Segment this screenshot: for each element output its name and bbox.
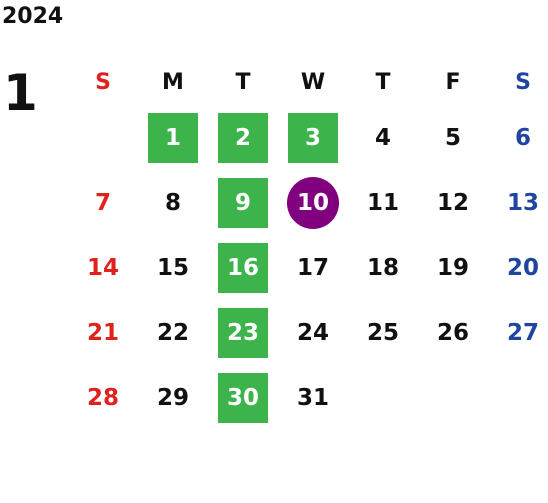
day-cell[interactable]: 28 xyxy=(68,365,138,430)
weekday-header: S M T W T F S xyxy=(68,60,548,105)
day-28[interactable]: 28 xyxy=(86,384,119,411)
day-cell[interactable]: 9 xyxy=(208,170,278,235)
week-row: 1 2 3 4 5 6 xyxy=(68,105,548,170)
day-cell xyxy=(488,365,548,430)
day-cell[interactable]: 6 xyxy=(488,105,548,170)
day-6[interactable]: 6 xyxy=(514,124,531,151)
day-24[interactable]: 24 xyxy=(296,319,329,346)
day-4[interactable]: 4 xyxy=(374,124,391,151)
day-1[interactable]: 1 xyxy=(148,112,198,163)
day-cell[interactable]: 5 xyxy=(418,105,488,170)
day-cell[interactable]: 12 xyxy=(418,170,488,235)
day-cell[interactable]: 30 xyxy=(208,365,278,430)
day-26[interactable]: 26 xyxy=(436,319,469,346)
day-cell[interactable]: 2 xyxy=(208,105,278,170)
day-30[interactable]: 30 xyxy=(218,372,268,423)
day-cell[interactable]: 23 xyxy=(208,300,278,365)
day-8[interactable]: 8 xyxy=(164,189,181,216)
day-23[interactable]: 23 xyxy=(218,307,268,358)
day-9[interactable]: 9 xyxy=(218,177,268,228)
weekday-wednesday: W xyxy=(300,70,326,95)
day-18[interactable]: 18 xyxy=(366,254,399,281)
day-cell[interactable]: 15 xyxy=(138,235,208,300)
day-20[interactable]: 20 xyxy=(506,254,539,281)
day-12[interactable]: 12 xyxy=(436,189,469,216)
day-14[interactable]: 14 xyxy=(86,254,119,281)
day-5[interactable]: 5 xyxy=(444,124,461,151)
day-19[interactable]: 19 xyxy=(436,254,469,281)
day-cell[interactable]: 22 xyxy=(138,300,208,365)
day-cell[interactable]: 19 xyxy=(418,235,488,300)
day-17[interactable]: 17 xyxy=(296,254,329,281)
day-cell[interactable]: 21 xyxy=(68,300,138,365)
day-cell[interactable]: 31 xyxy=(278,365,348,430)
weekday-friday: F xyxy=(445,70,461,95)
day-cell[interactable]: 13 xyxy=(488,170,548,235)
day-25[interactable]: 25 xyxy=(366,319,399,346)
month-label: 1 xyxy=(3,64,38,122)
day-cell xyxy=(68,105,138,170)
week-row: 14 15 16 17 18 19 20 xyxy=(68,235,548,300)
day-15[interactable]: 15 xyxy=(156,254,189,281)
weekday-sunday: S xyxy=(95,70,111,95)
day-cell[interactable]: 8 xyxy=(138,170,208,235)
weekday-saturday: S xyxy=(515,70,531,95)
day-cell[interactable]: 11 xyxy=(348,170,418,235)
day-22[interactable]: 22 xyxy=(156,319,189,346)
day-cell[interactable]: 27 xyxy=(488,300,548,365)
day-cell[interactable]: 4 xyxy=(348,105,418,170)
day-2[interactable]: 2 xyxy=(218,112,268,163)
day-16[interactable]: 16 xyxy=(218,242,268,293)
weekday-tuesday: T xyxy=(235,70,251,95)
day-cell[interactable]: 29 xyxy=(138,365,208,430)
day-cell xyxy=(418,365,488,430)
weekday-monday: M xyxy=(162,70,184,95)
day-cell[interactable]: 20 xyxy=(488,235,548,300)
day-cell[interactable]: 3 xyxy=(278,105,348,170)
week-row: 7 8 9 10 11 12 13 xyxy=(68,170,548,235)
day-29[interactable]: 29 xyxy=(156,384,189,411)
week-row: 21 22 23 24 25 26 27 xyxy=(68,300,548,365)
day-10-today[interactable]: 10 xyxy=(287,176,339,229)
weekday-thursday: T xyxy=(375,70,391,95)
day-cell[interactable]: 17 xyxy=(278,235,348,300)
day-cell[interactable]: 14 xyxy=(68,235,138,300)
day-7[interactable]: 7 xyxy=(94,189,111,216)
day-cell[interactable]: 26 xyxy=(418,300,488,365)
day-cell[interactable]: 16 xyxy=(208,235,278,300)
day-cell[interactable]: 7 xyxy=(68,170,138,235)
year-label: 2024 xyxy=(2,4,64,29)
week-row: 28 29 30 31 xyxy=(68,365,548,430)
day-11[interactable]: 11 xyxy=(366,189,399,216)
calendar-grid: S M T W T F S 1 2 3 4 5 6 7 8 9 10 11 12… xyxy=(68,60,548,430)
day-cell[interactable]: 25 xyxy=(348,300,418,365)
day-cell[interactable]: 1 xyxy=(138,105,208,170)
day-13[interactable]: 13 xyxy=(506,189,539,216)
day-cell[interactable]: 10 xyxy=(278,170,348,235)
day-cell[interactable]: 18 xyxy=(348,235,418,300)
day-3[interactable]: 3 xyxy=(288,112,338,163)
day-cell[interactable]: 24 xyxy=(278,300,348,365)
day-21[interactable]: 21 xyxy=(86,319,119,346)
day-27[interactable]: 27 xyxy=(506,319,539,346)
day-31[interactable]: 31 xyxy=(296,384,329,411)
day-cell xyxy=(348,365,418,430)
